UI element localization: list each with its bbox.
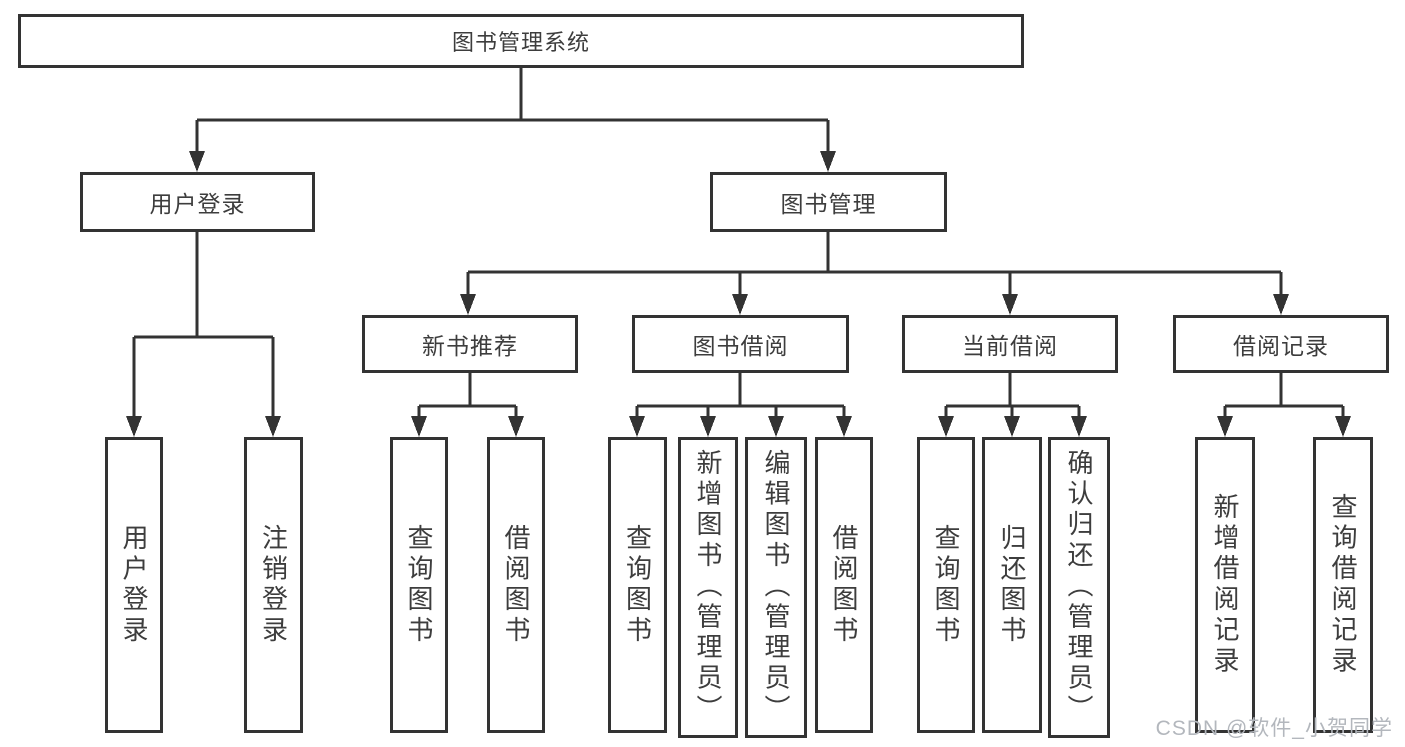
leaf-borrow-books-2: 借阅图书 bbox=[815, 437, 873, 733]
leaf-add-borrow-record: 新增借阅记录 bbox=[1195, 437, 1255, 733]
node-user-login: 用户登录 bbox=[80, 172, 315, 232]
leaf-query-books-3: 查询图书 bbox=[917, 437, 975, 733]
node-book-management: 图书管理 bbox=[710, 172, 947, 232]
leaf-query-books-2: 查询图书 bbox=[608, 437, 667, 733]
leaf-query-books-1: 查询图书 bbox=[390, 437, 448, 733]
leaf-query-borrow-record: 查询借阅记录 bbox=[1313, 437, 1373, 733]
arrowheads bbox=[126, 151, 1351, 437]
node-book-borrow: 图书借阅 bbox=[632, 315, 849, 373]
node-current-borrow: 当前借阅 bbox=[902, 315, 1118, 373]
leaf-edit-books-admin: 编辑图书（管理员） bbox=[745, 437, 807, 738]
watermark: CSDN @软件_小贺同学 bbox=[1155, 717, 1393, 740]
leaf-confirm-return-admin: 确认归还（管理员） bbox=[1048, 437, 1110, 738]
leaf-return-books: 归还图书 bbox=[982, 437, 1042, 733]
node-new-book-recommend: 新书推荐 bbox=[362, 315, 578, 373]
node-root-system: 图书管理系统 bbox=[18, 14, 1024, 68]
leaf-logout: 注销登录 bbox=[244, 437, 303, 733]
leaf-borrow-books-1: 借阅图书 bbox=[487, 437, 545, 733]
node-borrow-records: 借阅记录 bbox=[1173, 315, 1389, 373]
leaf-add-books-admin: 新增图书（管理员） bbox=[678, 437, 738, 738]
leaf-user-login: 用户登录 bbox=[105, 437, 163, 733]
